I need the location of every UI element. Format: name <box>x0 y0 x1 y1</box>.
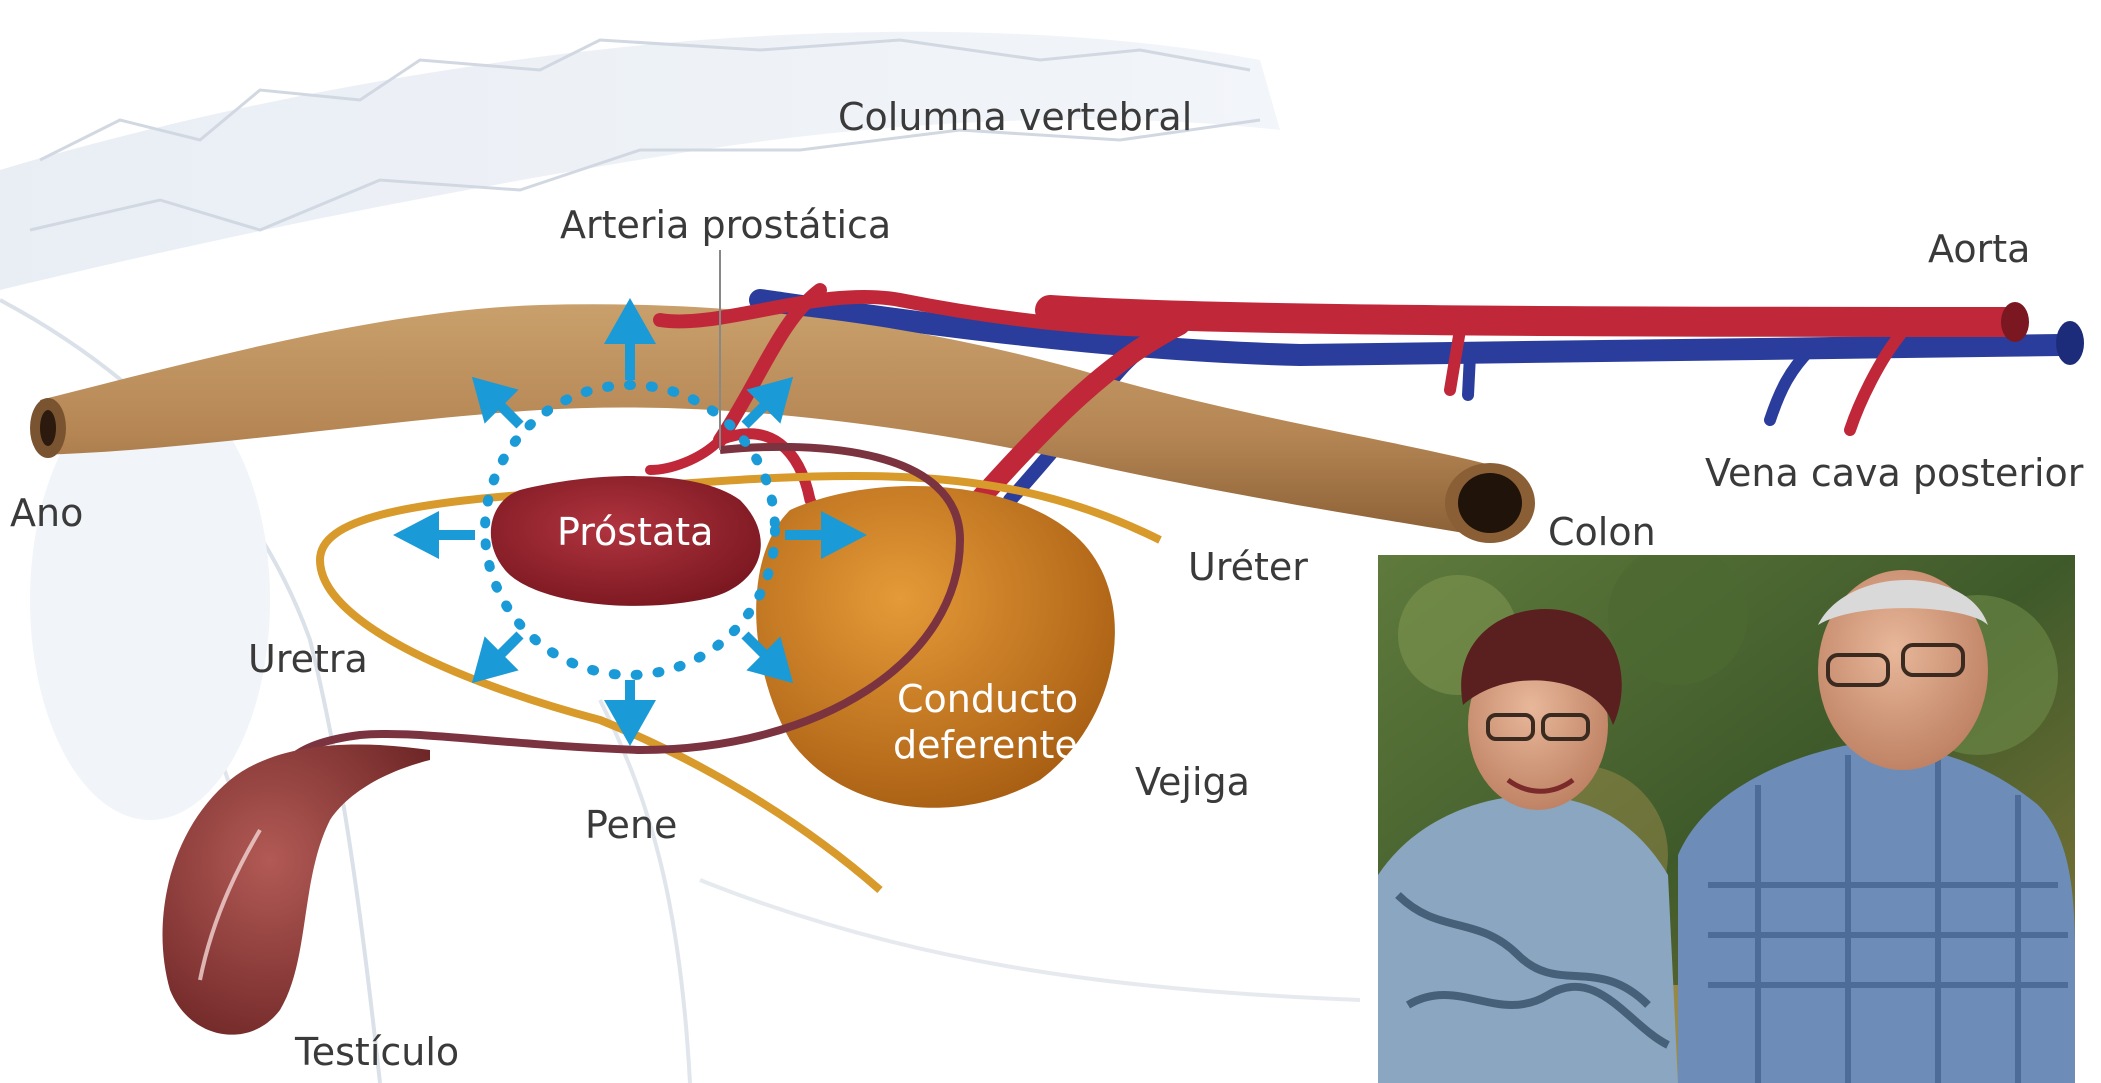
label-uretra: Uretra <box>248 637 368 681</box>
label-aorta: Aorta <box>1928 227 2030 271</box>
label-testiculo: Testículo <box>294 1030 459 1074</box>
label-ureter: Uréter <box>1188 545 1308 589</box>
label-prostata: Próstata <box>557 510 713 554</box>
label-vena-cava: Vena cava posterior <box>1705 451 2084 495</box>
arrow-left <box>393 511 475 559</box>
label-conducto-line1: Conducto <box>897 677 1078 721</box>
label-vejiga: Vejiga <box>1135 760 1250 804</box>
label-columna-vertebral: Columna vertebral <box>838 95 1192 139</box>
arrow-down <box>604 680 656 746</box>
label-arteria-prostatica: Arteria prostática <box>560 203 891 247</box>
label-conducto-line2: deferente <box>893 723 1078 767</box>
label-pene: Pene <box>585 803 677 847</box>
label-colon: Colon <box>1548 510 1656 554</box>
couple-photo <box>1378 555 2075 1083</box>
label-ano: Ano <box>10 491 83 535</box>
